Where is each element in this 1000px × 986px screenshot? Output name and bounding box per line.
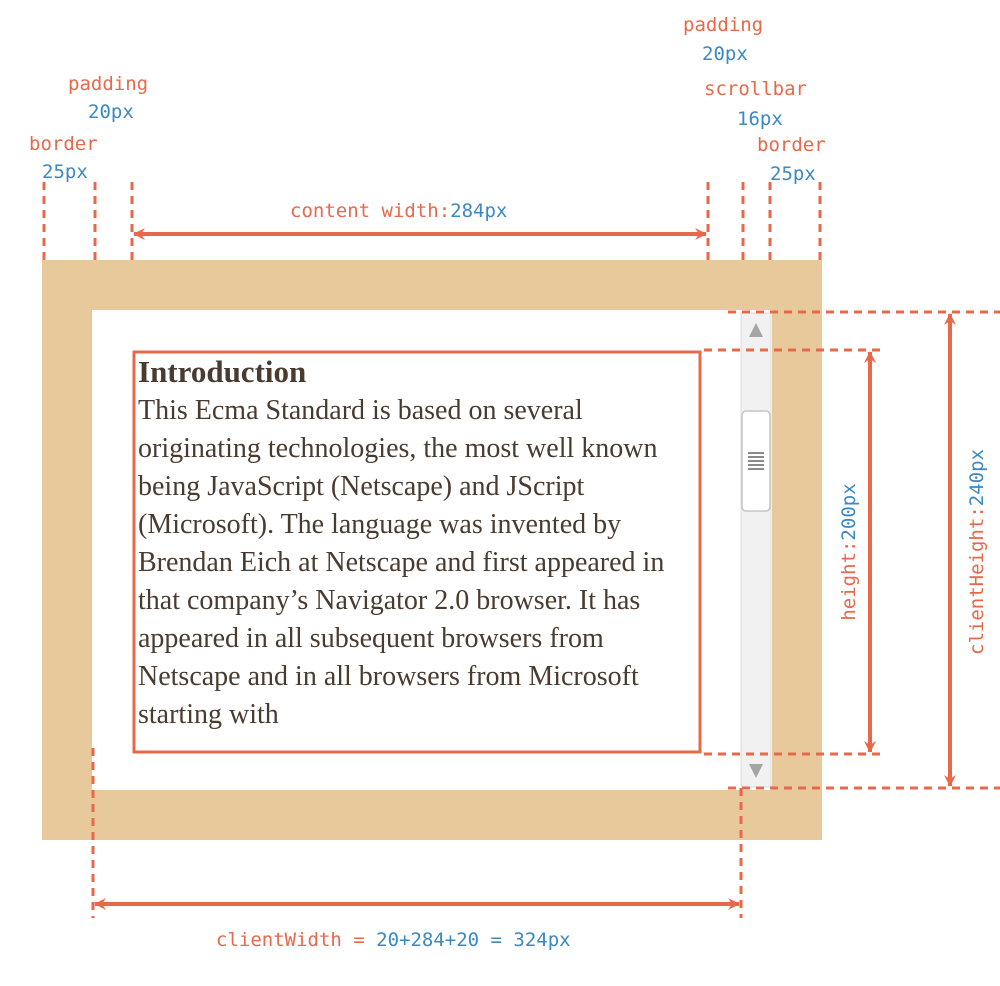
client-height-label: clientHeight:240px <box>966 449 988 655</box>
content-width-label: content width:284px <box>290 200 507 222</box>
width-guide-lines <box>42 182 822 262</box>
client-width-label: clientWidth = 20+284+20 = 324px <box>216 929 571 951</box>
left-border-label: border <box>29 133 98 155</box>
content-heading: Introduction <box>138 354 307 389</box>
scroll-up-arrow-icon[interactable] <box>749 323 763 337</box>
scroll-grip-icon <box>748 452 764 470</box>
client-width-guide-lines <box>91 748 743 918</box>
content-paragraph: This Ecma Standard is based on several o… <box>138 395 665 730</box>
left-padding-value: 20px <box>88 101 134 123</box>
scrollbar-label: scrollbar <box>704 78 807 100</box>
scroll-down-arrow-icon[interactable] <box>749 764 763 778</box>
left-padding-label: padding <box>68 73 148 95</box>
right-border-label: border <box>757 134 826 156</box>
left-border-value: 25px <box>42 161 88 183</box>
right-padding-value: 20px <box>702 43 748 65</box>
height-label: height:200px <box>838 483 860 620</box>
scrollable-content[interactable]: Introduction This Ecma Standard is based… <box>138 352 700 752</box>
scrollbar-value: 16px <box>737 108 783 130</box>
right-border-value: 25px <box>770 163 816 185</box>
content-box-outline <box>132 350 702 754</box>
height-guide-lines <box>704 310 1000 790</box>
scrollbar[interactable] <box>740 312 772 788</box>
right-padding-label: padding <box>683 14 763 36</box>
